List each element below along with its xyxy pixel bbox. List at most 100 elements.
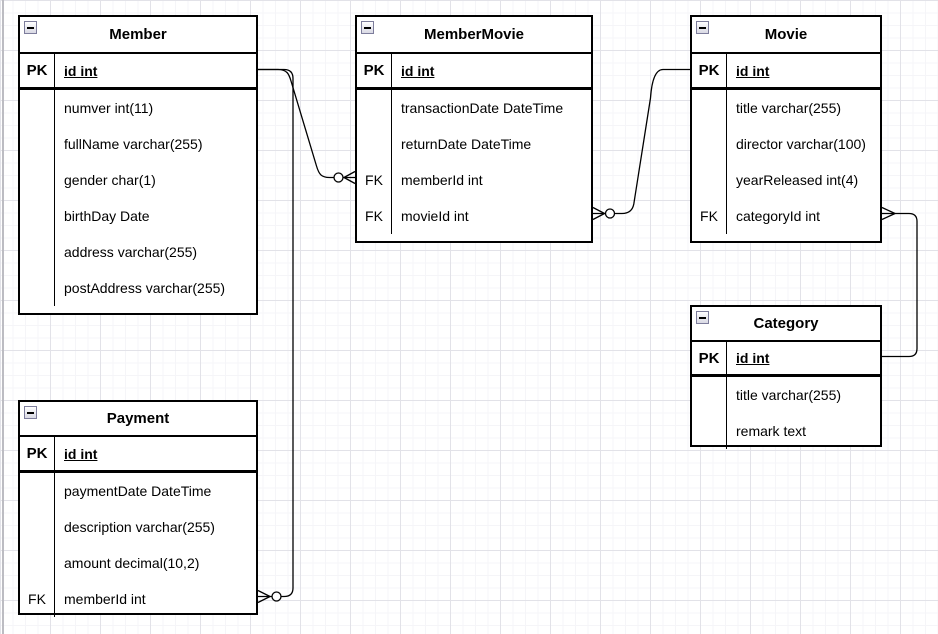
key-cell-empty [357, 126, 392, 162]
table-body: transactionDate DateTime returnDate DateT… [357, 90, 591, 234]
relationship-member-membermovie[interactable] [258, 68, 356, 185]
crows-foot-many-icon [257, 595, 271, 604]
key-cell-empty [20, 126, 55, 162]
table-row[interactable]: remark text [692, 413, 880, 449]
crows-foot-many-icon [881, 212, 896, 221]
table-header[interactable]: Payment [20, 402, 256, 437]
minus-glyph [27, 411, 34, 414]
relationship-line[interactable] [258, 68, 294, 598]
table-row[interactable]: FK movieId int [357, 198, 591, 234]
key-cell-empty [692, 90, 727, 126]
fk-badge: FK [357, 162, 392, 198]
field-name: memberId int [64, 591, 146, 607]
key-cell-empty [20, 270, 55, 306]
table-row[interactable]: paymentDate DateTime [20, 473, 256, 509]
field-name: postAddress varchar(255) [64, 280, 226, 296]
fk-badge: FK [357, 198, 392, 234]
pk-badge: PK [692, 342, 727, 374]
pk-badge: PK [357, 54, 392, 87]
pk-field-name: id int [64, 445, 98, 462]
field-name: memberId int [401, 172, 483, 188]
key-cell-empty [20, 162, 55, 198]
field-name: gender char(1) [64, 172, 156, 188]
minus-glyph [364, 26, 371, 29]
table-header[interactable]: MemberMovie [357, 17, 591, 54]
field-name: title varchar(255) [736, 387, 842, 403]
relationship-line[interactable] [593, 68, 690, 215]
table-row[interactable]: gender char(1) [20, 162, 256, 198]
collapse-minus-icon[interactable] [696, 21, 709, 34]
table-row[interactable]: transactionDate DateTime [357, 90, 591, 126]
key-cell-empty [20, 473, 55, 509]
pk-field-name: id int [736, 62, 770, 79]
minus-glyph [699, 316, 706, 319]
table-title: Payment [106, 410, 170, 427]
key-cell-empty [20, 509, 55, 545]
key-cell-empty [692, 413, 727, 449]
crows-foot-many-icon [343, 176, 356, 185]
table-row[interactable]: title varchar(255) [692, 90, 880, 126]
key-cell-empty [692, 126, 727, 162]
field-name: fullName varchar(255) [64, 136, 203, 152]
pk-badge: PK [20, 54, 55, 87]
table-body: title varchar(255) remark text [692, 377, 880, 449]
relationship-line[interactable] [258, 68, 355, 179]
table-row[interactable]: FK memberId int [357, 162, 591, 198]
crows-foot-many-icon [343, 170, 356, 179]
table-row[interactable]: numver int(11) [20, 90, 256, 126]
table-row[interactable]: yearReleased int(4) [692, 162, 880, 198]
table-header[interactable]: Member [20, 17, 256, 54]
crows-foot-many-icon [257, 589, 271, 598]
collapse-minus-icon[interactable] [24, 21, 37, 34]
table-header[interactable]: Category [692, 307, 880, 342]
key-cell-empty [357, 90, 392, 126]
pk-badge: PK [692, 54, 727, 87]
table-row[interactable]: birthDay Date [20, 198, 256, 234]
table-row[interactable]: fullName varchar(255) [20, 126, 256, 162]
table-body: numver int(11) fullName varchar(255) gende… [20, 90, 256, 306]
crows-foot-many-icon [881, 206, 896, 215]
relationship-line[interactable] [882, 212, 918, 358]
table-header[interactable]: Movie [692, 17, 880, 54]
minus-glyph [699, 26, 706, 29]
table-row[interactable]: director varchar(100) [692, 126, 880, 162]
relationship-movie-membermovie[interactable] [592, 68, 690, 221]
table-title: Movie [764, 26, 808, 43]
field-name: returnDate DateTime [401, 136, 532, 152]
key-cell-empty [20, 198, 55, 234]
key-cell-empty [20, 234, 55, 270]
table-row[interactable]: address varchar(255) [20, 234, 256, 270]
field-name: movieId int [401, 208, 469, 224]
field-name: birthDay Date [64, 208, 150, 224]
table-row[interactable]: title varchar(255) [692, 377, 880, 413]
collapse-minus-icon[interactable] [696, 311, 709, 324]
key-cell-empty [20, 90, 55, 126]
table-title: Member [109, 26, 167, 43]
relationship-member-payment[interactable] [257, 68, 294, 604]
table-row[interactable]: returnDate DateTime [357, 126, 591, 162]
collapse-minus-icon[interactable] [361, 21, 374, 34]
field-name: yearReleased int(4) [736, 172, 859, 188]
field-name: categoryId int [736, 208, 821, 224]
primary-key-row[interactable]: PK id int [692, 54, 880, 90]
table-row[interactable]: description varchar(255) [20, 509, 256, 545]
table-row[interactable]: postAddress varchar(255) [20, 270, 256, 306]
canvas-left-edge [2, 0, 4, 634]
minus-glyph [27, 26, 34, 29]
collapse-minus-icon[interactable] [24, 406, 37, 419]
table-title: Category [753, 315, 819, 332]
relationship-movie-category[interactable] [881, 206, 918, 358]
table-row[interactable]: amount decimal(10,2) [20, 545, 256, 581]
